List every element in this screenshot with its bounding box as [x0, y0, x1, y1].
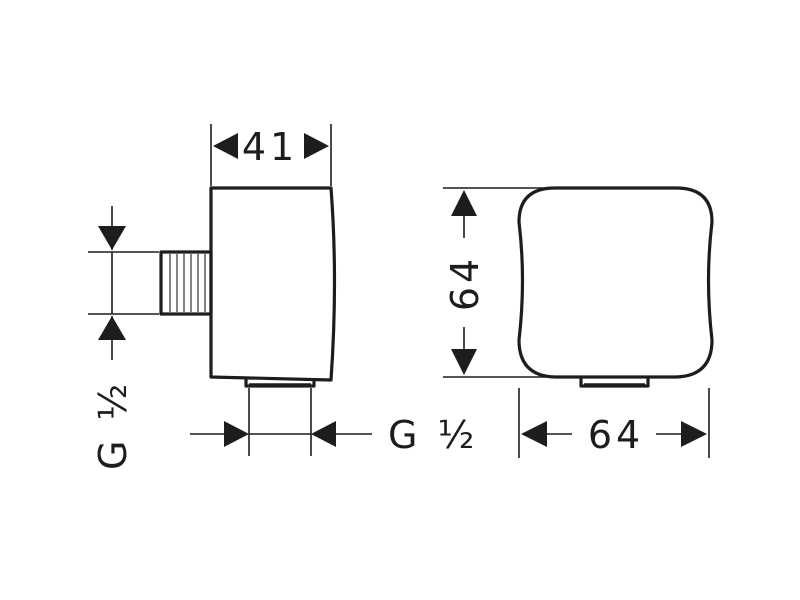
front-outlet	[579, 378, 650, 388]
side-view-body	[209, 186, 337, 382]
front-width-dimension-64: 64	[518, 388, 710, 458]
inlet-thread	[159, 250, 213, 316]
front-view-body	[517, 186, 714, 379]
side-outlet	[244, 378, 316, 388]
inlet-thread-label: G ½	[91, 380, 135, 470]
front-view: 64 64	[443, 186, 714, 458]
height-label-64: 64	[443, 255, 487, 311]
outlet-thread-dimension: G ½	[190, 388, 478, 457]
side-view: 41 G ½ G ½	[88, 124, 478, 470]
outlet-thread-label: G ½	[388, 413, 478, 457]
inlet-thread-dimension: G ½	[88, 206, 159, 470]
front-width-label-64: 64	[588, 413, 644, 457]
width-dimension-41: 41	[210, 124, 332, 186]
width-label-41: 41	[242, 125, 298, 169]
height-dimension-64: 64	[443, 187, 553, 378]
